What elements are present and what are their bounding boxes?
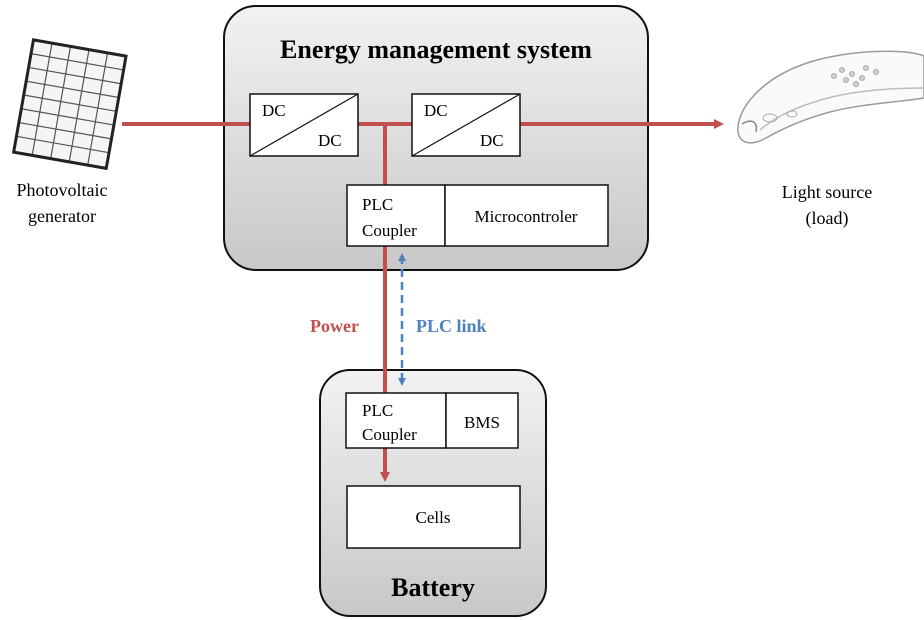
converter2-top-label: DC — [424, 101, 448, 120]
ems-plc-coupler-box: PLC Coupler — [347, 185, 445, 246]
solar-panel-icon — [14, 40, 126, 169]
microcontroller-label: Microcontroler — [475, 207, 578, 226]
ems-coupler-line1: PLC — [362, 195, 393, 214]
battery-coupler-line2: Coupler — [362, 425, 417, 444]
pv-label-line2: generator — [28, 206, 96, 226]
microcontroller-box: Microcontroler — [445, 185, 608, 246]
light-label-line2: (load) — [806, 208, 849, 229]
battery-plc-coupler-box: PLC Coupler — [346, 393, 446, 448]
power-label: Power — [310, 316, 359, 336]
light-label-line1: Light source — [782, 182, 872, 202]
cells-label: Cells — [416, 508, 451, 527]
ems-coupler-line2: Coupler — [362, 221, 417, 240]
cells-box: Cells — [347, 486, 520, 548]
pv-label-line1: Photovoltaic — [17, 180, 108, 200]
dc-dc-converter-2: DC DC — [412, 94, 520, 156]
dc-dc-converter-1: DC DC — [250, 94, 358, 156]
bms-box: BMS — [446, 393, 518, 448]
ems-title: Energy management system — [280, 35, 592, 64]
battery-title: Battery — [391, 573, 475, 602]
street-light-icon — [738, 51, 924, 143]
converter1-top-label: DC — [262, 101, 286, 120]
bms-label: BMS — [464, 413, 500, 432]
converter1-bottom-label: DC — [318, 131, 342, 150]
plc-link-label: PLC link — [416, 316, 487, 336]
battery-coupler-line1: PLC — [362, 401, 393, 420]
converter2-bottom-label: DC — [480, 131, 504, 150]
